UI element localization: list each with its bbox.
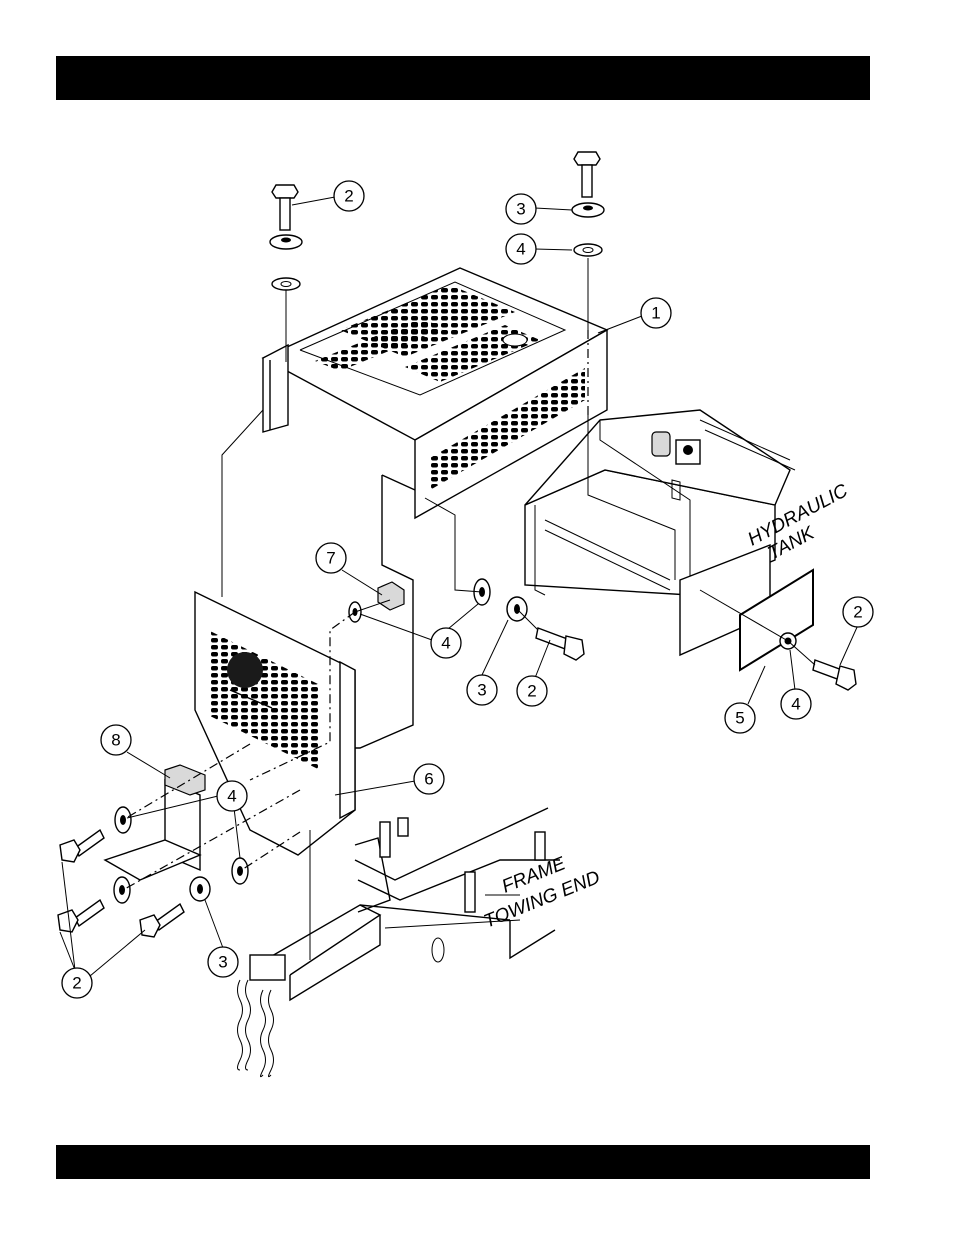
svg-text:2: 2 [344,187,353,206]
svg-text:5: 5 [735,709,744,728]
svg-text:1: 1 [651,304,660,323]
callout-3c: 3 [208,947,238,977]
callout-4a: 4 [506,234,536,264]
svg-text:6: 6 [424,770,433,789]
callout-3b: 3 [467,675,497,705]
callout-1: 1 [641,298,671,328]
svg-text:4: 4 [791,695,800,714]
callout-2a: 2 [334,181,364,211]
callout-7: 7 [316,543,346,573]
svg-text:4: 4 [441,634,450,653]
callout-8: 8 [101,725,131,755]
svg-text:2: 2 [853,603,862,622]
svg-text:2: 2 [72,974,81,993]
callout-4d: 4 [217,781,247,811]
svg-text:4: 4 [227,787,236,806]
side-panel [195,592,355,855]
callout-2c: 2 [843,597,873,627]
svg-text:4: 4 [516,240,525,259]
rear-panel [355,475,413,748]
callout-2d: 2 [62,968,92,998]
callout-6: 6 [414,764,444,794]
callout-4c: 4 [781,689,811,719]
callout-5: 5 [725,703,755,733]
svg-text:3: 3 [516,200,525,219]
callout-4b: 4 [431,628,461,658]
callout-2b: 2 [517,676,547,706]
svg-text:3: 3 [477,681,486,700]
callout-3a: 3 [506,194,536,224]
svg-text:2: 2 [527,682,536,701]
svg-text:7: 7 [326,549,335,568]
svg-text:8: 8 [111,731,120,750]
svg-text:3: 3 [218,953,227,972]
